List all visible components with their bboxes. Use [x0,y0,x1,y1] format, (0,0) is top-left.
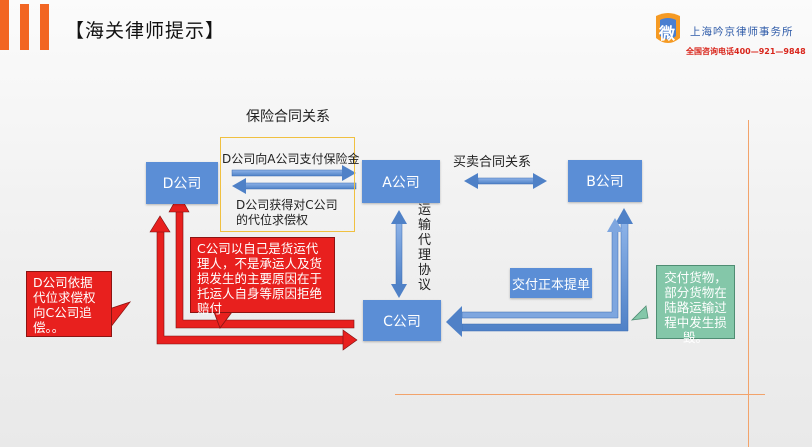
logo-icon [656,13,680,43]
frame-line-horizontal [395,394,765,395]
frame-line-vertical [748,120,749,447]
callout-d-claim: D公司依据代位求偿权向C公司追偿。。 [26,271,112,337]
arrow-a-b [464,173,547,189]
callout-damage: 交付货物，部分货物在陆路运输过程中发生损毁。 [656,265,735,345]
node-a-company: A公司 [362,160,440,203]
callout-c-defense: C公司以自己是货运代理人，不是承运人及货损发生的主要原因在于托运人自身等原因拒绝… [190,237,335,316]
hotline: 全国咨询电话400—921—9848 [686,47,806,56]
firm-logo: 微 [650,10,686,50]
insurance-contract-label: 保险合同关系 [246,109,330,125]
subrogation-label: D公司获得对C公司的代位求偿权 [236,198,338,227]
arrow-d-to-a [231,165,356,181]
orange-bar-1 [0,0,9,50]
node-d-company: D公司 [146,162,218,204]
orange-bar-3 [40,4,49,50]
premium-box [220,137,355,232]
transport-agreement-label: 运输代理协议 [418,203,432,293]
sales-contract-label: 买卖合同关系 [453,155,532,170]
tail-damage [630,305,649,321]
arrow-b-c-elbow [446,208,633,337]
arrow-a-to-d [232,178,357,194]
pay-premium-label: D公司向A公司支付保险金 [222,152,360,166]
deliver-bill-label: 交付正本提单 [510,268,592,298]
orange-bar-2 [20,4,29,50]
page-title: 【海关律师提示】 [65,20,226,42]
arrow-a-c [391,210,407,298]
node-b-company: B公司 [568,160,642,202]
node-c-company: C公司 [363,300,441,341]
logo-letter: 微 [659,24,676,43]
firm-name: 上海吟京律师事务所 [690,26,794,38]
